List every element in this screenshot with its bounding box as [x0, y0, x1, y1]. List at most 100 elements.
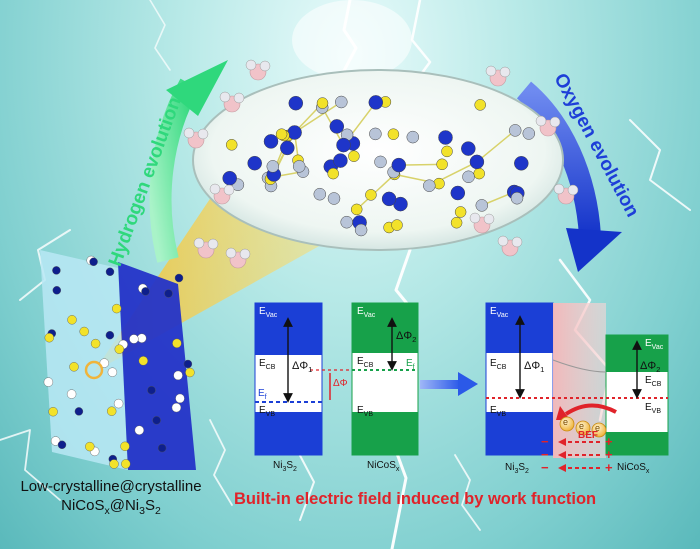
lattice-atom — [473, 167, 485, 180]
minus-charge-2: − — [541, 447, 549, 462]
lattice-atom — [522, 127, 536, 140]
lattice-atom — [247, 155, 262, 171]
lattice-atom — [508, 124, 522, 137]
nicos-label-1: NiCoSx — [367, 460, 400, 473]
lattice-atom — [387, 128, 400, 140]
lattice-atom — [510, 191, 524, 205]
e-vb-label-2: EVB — [357, 405, 374, 418]
lattice-atom — [374, 155, 387, 169]
lattice-atom — [225, 139, 238, 151]
lattice-atom — [406, 130, 420, 144]
oxygen-evolution-arrow — [516, 81, 622, 272]
e-vb-label-1: EVB — [259, 405, 276, 418]
water-molecule — [219, 91, 245, 113]
plus-charge-1: + — [605, 434, 613, 449]
lattice-atom — [313, 187, 327, 201]
e-vb-label-3: EVB — [490, 405, 507, 418]
water-molecule — [469, 212, 495, 234]
lattice-atom — [327, 167, 339, 180]
delta-phi-2-label-after: ΔΦ2 — [640, 360, 661, 375]
transition-arrow — [420, 372, 478, 396]
caption-line-1: Low-crystalline@crystalline — [20, 478, 202, 495]
lattice-atom — [369, 127, 382, 141]
hydrogen-evolution-arrow — [149, 60, 228, 263]
water-molecule — [193, 237, 219, 259]
lattice-atom — [391, 157, 407, 173]
ni3s2-label-2: Ni3S2 — [505, 462, 529, 475]
lattice-atom — [475, 199, 489, 212]
electron-2: e — [579, 421, 585, 431]
lattice-atom — [423, 179, 436, 192]
lattice-atom — [316, 97, 329, 109]
lattice-atom — [365, 189, 377, 201]
lattice-atom — [263, 134, 279, 149]
glow — [292, 0, 412, 80]
e-cb-label-4: ECB — [645, 375, 662, 388]
ni3s2-label-1: Ni3S2 — [273, 460, 297, 473]
e-cb-label-2: ECB — [357, 356, 374, 369]
lattice-atom — [450, 185, 466, 201]
lattice-atom — [474, 99, 486, 111]
lattice-atom — [381, 191, 397, 207]
water-molecule — [497, 235, 523, 257]
lattice-atom — [333, 153, 348, 168]
water-molecule — [485, 65, 511, 87]
e-cb-label-3: ECB — [490, 358, 507, 371]
e-vac-label-1: EVac — [259, 306, 278, 319]
e-f-label-1: Ef — [258, 388, 267, 401]
e-vac-label-2: EVac — [357, 306, 376, 319]
water-molecule — [245, 59, 271, 81]
lattice-atom — [438, 130, 453, 145]
band-diagram-after-contact — [485, 302, 669, 472]
band-diagram-before-contact — [254, 302, 419, 456]
water-molecule — [183, 127, 209, 149]
lattice-atom — [340, 215, 353, 229]
water-molecule — [535, 115, 561, 137]
lattice-atom — [222, 170, 237, 186]
lattice-atom — [450, 216, 463, 229]
lattice-atom — [441, 145, 453, 158]
lattice-atom — [329, 119, 345, 134]
lattice-atom — [462, 170, 475, 184]
e-vb-label-4: EVB — [645, 402, 662, 415]
bef-title: Built-in electric field induced by work … — [234, 490, 597, 508]
caption-line-2: NiCoSx@Ni3S2 — [61, 497, 161, 517]
minus-charge-1: − — [541, 434, 549, 449]
lattice-atom — [335, 95, 348, 109]
lattice-atom — [336, 137, 351, 153]
lattice-atom — [368, 95, 384, 110]
water-molecule — [225, 247, 251, 269]
lattice-atom — [391, 219, 403, 231]
lattice-atom — [354, 223, 368, 237]
lattice-atom — [350, 203, 363, 216]
plus-charge-2: + — [605, 447, 613, 462]
lattice-atom — [292, 160, 306, 173]
lattice-atom — [454, 206, 467, 218]
water-molecule — [553, 183, 579, 205]
plus-charge-3: + — [605, 460, 613, 475]
lattice-atom — [288, 95, 304, 111]
lattice-atom — [327, 192, 341, 205]
lattice-atom — [280, 140, 295, 156]
lattice-atom — [469, 154, 485, 170]
delta-phi-2-label: ΔΦ2 — [396, 330, 417, 345]
delta-phi-1-label: ΔΦ1 — [292, 360, 313, 375]
water-molecules — [183, 59, 579, 269]
e-f-label-2: Ef — [406, 358, 415, 371]
minus-charge-3: − — [541, 460, 549, 475]
water-molecule — [209, 183, 235, 205]
material-caption: Low-crystalline@crystalline NiCoSx@Ni3S2 — [6, 477, 216, 521]
lattice-atom — [266, 160, 280, 173]
e-cb-label-1: ECB — [259, 358, 276, 371]
lattice-atom — [287, 125, 302, 140]
lattice-atoms — [222, 95, 536, 237]
lattice-atom — [348, 150, 360, 162]
bef-tag: BEF — [578, 430, 598, 441]
crystal-lattice-ellipse — [192, 69, 564, 251]
e-vac-label-3: EVac — [490, 306, 509, 319]
nicos-label-2: NiCoSx — [617, 462, 650, 475]
electron-1: e — [563, 417, 569, 427]
lattice-atom — [275, 128, 288, 140]
